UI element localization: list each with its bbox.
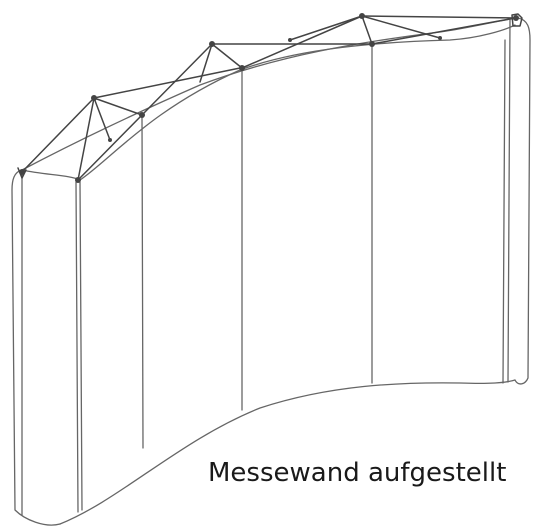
frame-strut [371, 17, 516, 45]
frame-strut [289, 15, 363, 41]
panel-seam-1b [79, 181, 83, 511]
frame-joint [139, 112, 145, 118]
frame-strut [93, 97, 111, 141]
frame-strut [77, 97, 95, 181]
frame-strut [77, 114, 143, 181]
panel-seam-2 [141, 117, 144, 449]
frame-strut [93, 67, 241, 99]
frame-strut [211, 43, 243, 69]
wall-left-end [11, 169, 61, 526]
frame-joint [513, 15, 519, 21]
caption: Messewand aufgestellt [208, 458, 507, 488]
frame-joint [359, 13, 365, 19]
wall-right-end [514, 17, 531, 385]
frame-strut [241, 15, 363, 69]
frame-strut [361, 15, 373, 45]
frame-joint [369, 41, 375, 47]
frame-strut [199, 43, 213, 83]
frame-joint [239, 65, 245, 71]
panel-seam-1 [75, 181, 79, 513]
frame-joint [19, 169, 25, 175]
frame-strut [93, 97, 143, 116]
frame-right-cap [511, 13, 523, 27]
frame-joint [108, 138, 112, 142]
wall-bottom-edge [59, 379, 516, 525]
wall-right-end-inner [507, 19, 511, 383]
frame-joint [438, 36, 442, 40]
frame-joint [288, 38, 292, 42]
frame-strut [141, 43, 213, 116]
frame-joint [209, 41, 215, 47]
frame-strut [361, 15, 516, 19]
frame-joint [75, 177, 81, 183]
frame-strut [21, 97, 95, 173]
frame-strut [361, 15, 441, 39]
wall-right-end-inner-2 [502, 39, 506, 384]
frame-joint [91, 95, 97, 101]
